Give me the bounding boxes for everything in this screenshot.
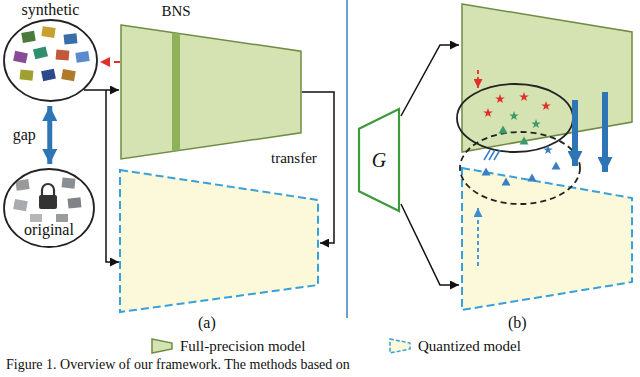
feature-points: [528, 174, 537, 182]
legend-item: Full-precision model: [150, 337, 305, 355]
synthetic-images: [21, 31, 36, 43]
generator: G: [358, 108, 400, 212]
synthetic-images: [64, 33, 78, 44]
quantized-model: [462, 168, 632, 310]
feature-ellipse: [457, 84, 573, 152]
input-arrow: [106, 90, 119, 262]
feature-points: [483, 108, 493, 117]
bn-layer: [172, 32, 180, 151]
feature-points: [552, 162, 561, 170]
data-ellipse-outline: [3, 19, 98, 102]
synthetic-images: [33, 46, 48, 59]
feature-points: [482, 92, 561, 186]
trapezoid-outline: [121, 25, 301, 159]
legend-item: Quantized model: [388, 337, 521, 355]
feature-points: [502, 178, 511, 186]
feature-points: [520, 137, 529, 145]
synthetic-images: [41, 69, 56, 81]
legend-swatch-shape: [390, 339, 410, 353]
lock-icon: [42, 184, 54, 196]
lock-icon: [39, 195, 57, 209]
data-ellipse: original: [3, 168, 95, 248]
ellipse-outline: [4, 20, 97, 101]
hatch-marks: [484, 150, 500, 160]
synthetic-images: [56, 49, 70, 60]
feature-points: [531, 119, 541, 128]
ellipse-outline: [4, 169, 94, 247]
panel-divider: [346, 0, 348, 318]
node-label: G: [358, 149, 400, 171]
bns-arrow: [100, 61, 120, 63]
edge-label: gap: [11, 126, 38, 144]
generator-arrow: [401, 45, 459, 116]
original-images: [30, 214, 42, 222]
feature-points: [499, 126, 508, 134]
synthetic-images: [61, 69, 76, 81]
full-precision-model: BNS: [120, 24, 302, 160]
feature-points: [541, 101, 551, 110]
synthetic-images: [41, 26, 55, 38]
feature-points: [509, 111, 519, 120]
arrow-label: transfer: [271, 150, 317, 167]
hatch-marks: [494, 150, 500, 160]
legend-text: Full-precision model: [180, 338, 305, 355]
quantized-model: [120, 170, 318, 312]
alignment-arrow: [602, 92, 608, 172]
legend-swatch-shape: [152, 339, 172, 353]
original-images: [56, 214, 68, 222]
trapezoid-outline: [359, 109, 399, 211]
node-label: BNS: [156, 3, 196, 20]
legend-swatch: [388, 337, 412, 355]
feature-points: [482, 168, 491, 176]
synthetic-images: [13, 51, 28, 63]
original-images: [13, 199, 28, 211]
legend-text: Quantized model: [418, 338, 521, 355]
transfer-arrow: [302, 92, 334, 243]
synthetic-images: [75, 51, 89, 63]
synthetic-images: [13, 26, 90, 81]
gap-arrow: [47, 106, 52, 164]
feature-points: [519, 92, 529, 101]
feature-arrow: [477, 208, 479, 266]
original-images: [13, 177, 81, 222]
input-arrow: [84, 89, 119, 91]
feature-points: [495, 94, 505, 103]
feature-ellipse: [460, 132, 580, 204]
legend-swatch: [150, 337, 174, 355]
figure-caption: Figure 1. Overview of our framework. The…: [6, 357, 350, 372]
lock-icon: [39, 184, 57, 209]
generator-arrow: [401, 204, 459, 285]
node-label: original: [3, 221, 95, 239]
panel-label: (b): [508, 314, 527, 332]
original-images: [62, 177, 76, 188]
feature-points: [543, 145, 553, 154]
panel-label: (a): [198, 314, 216, 332]
node-label: synthetic: [3, 1, 98, 19]
original-images: [68, 197, 82, 208]
full-precision-model-outline: [120, 24, 302, 160]
feature-arrow: [477, 70, 479, 88]
synthetic-images: [20, 69, 34, 80]
alignment-arrow: [572, 100, 578, 166]
data-ellipse: synthetic: [3, 19, 98, 102]
